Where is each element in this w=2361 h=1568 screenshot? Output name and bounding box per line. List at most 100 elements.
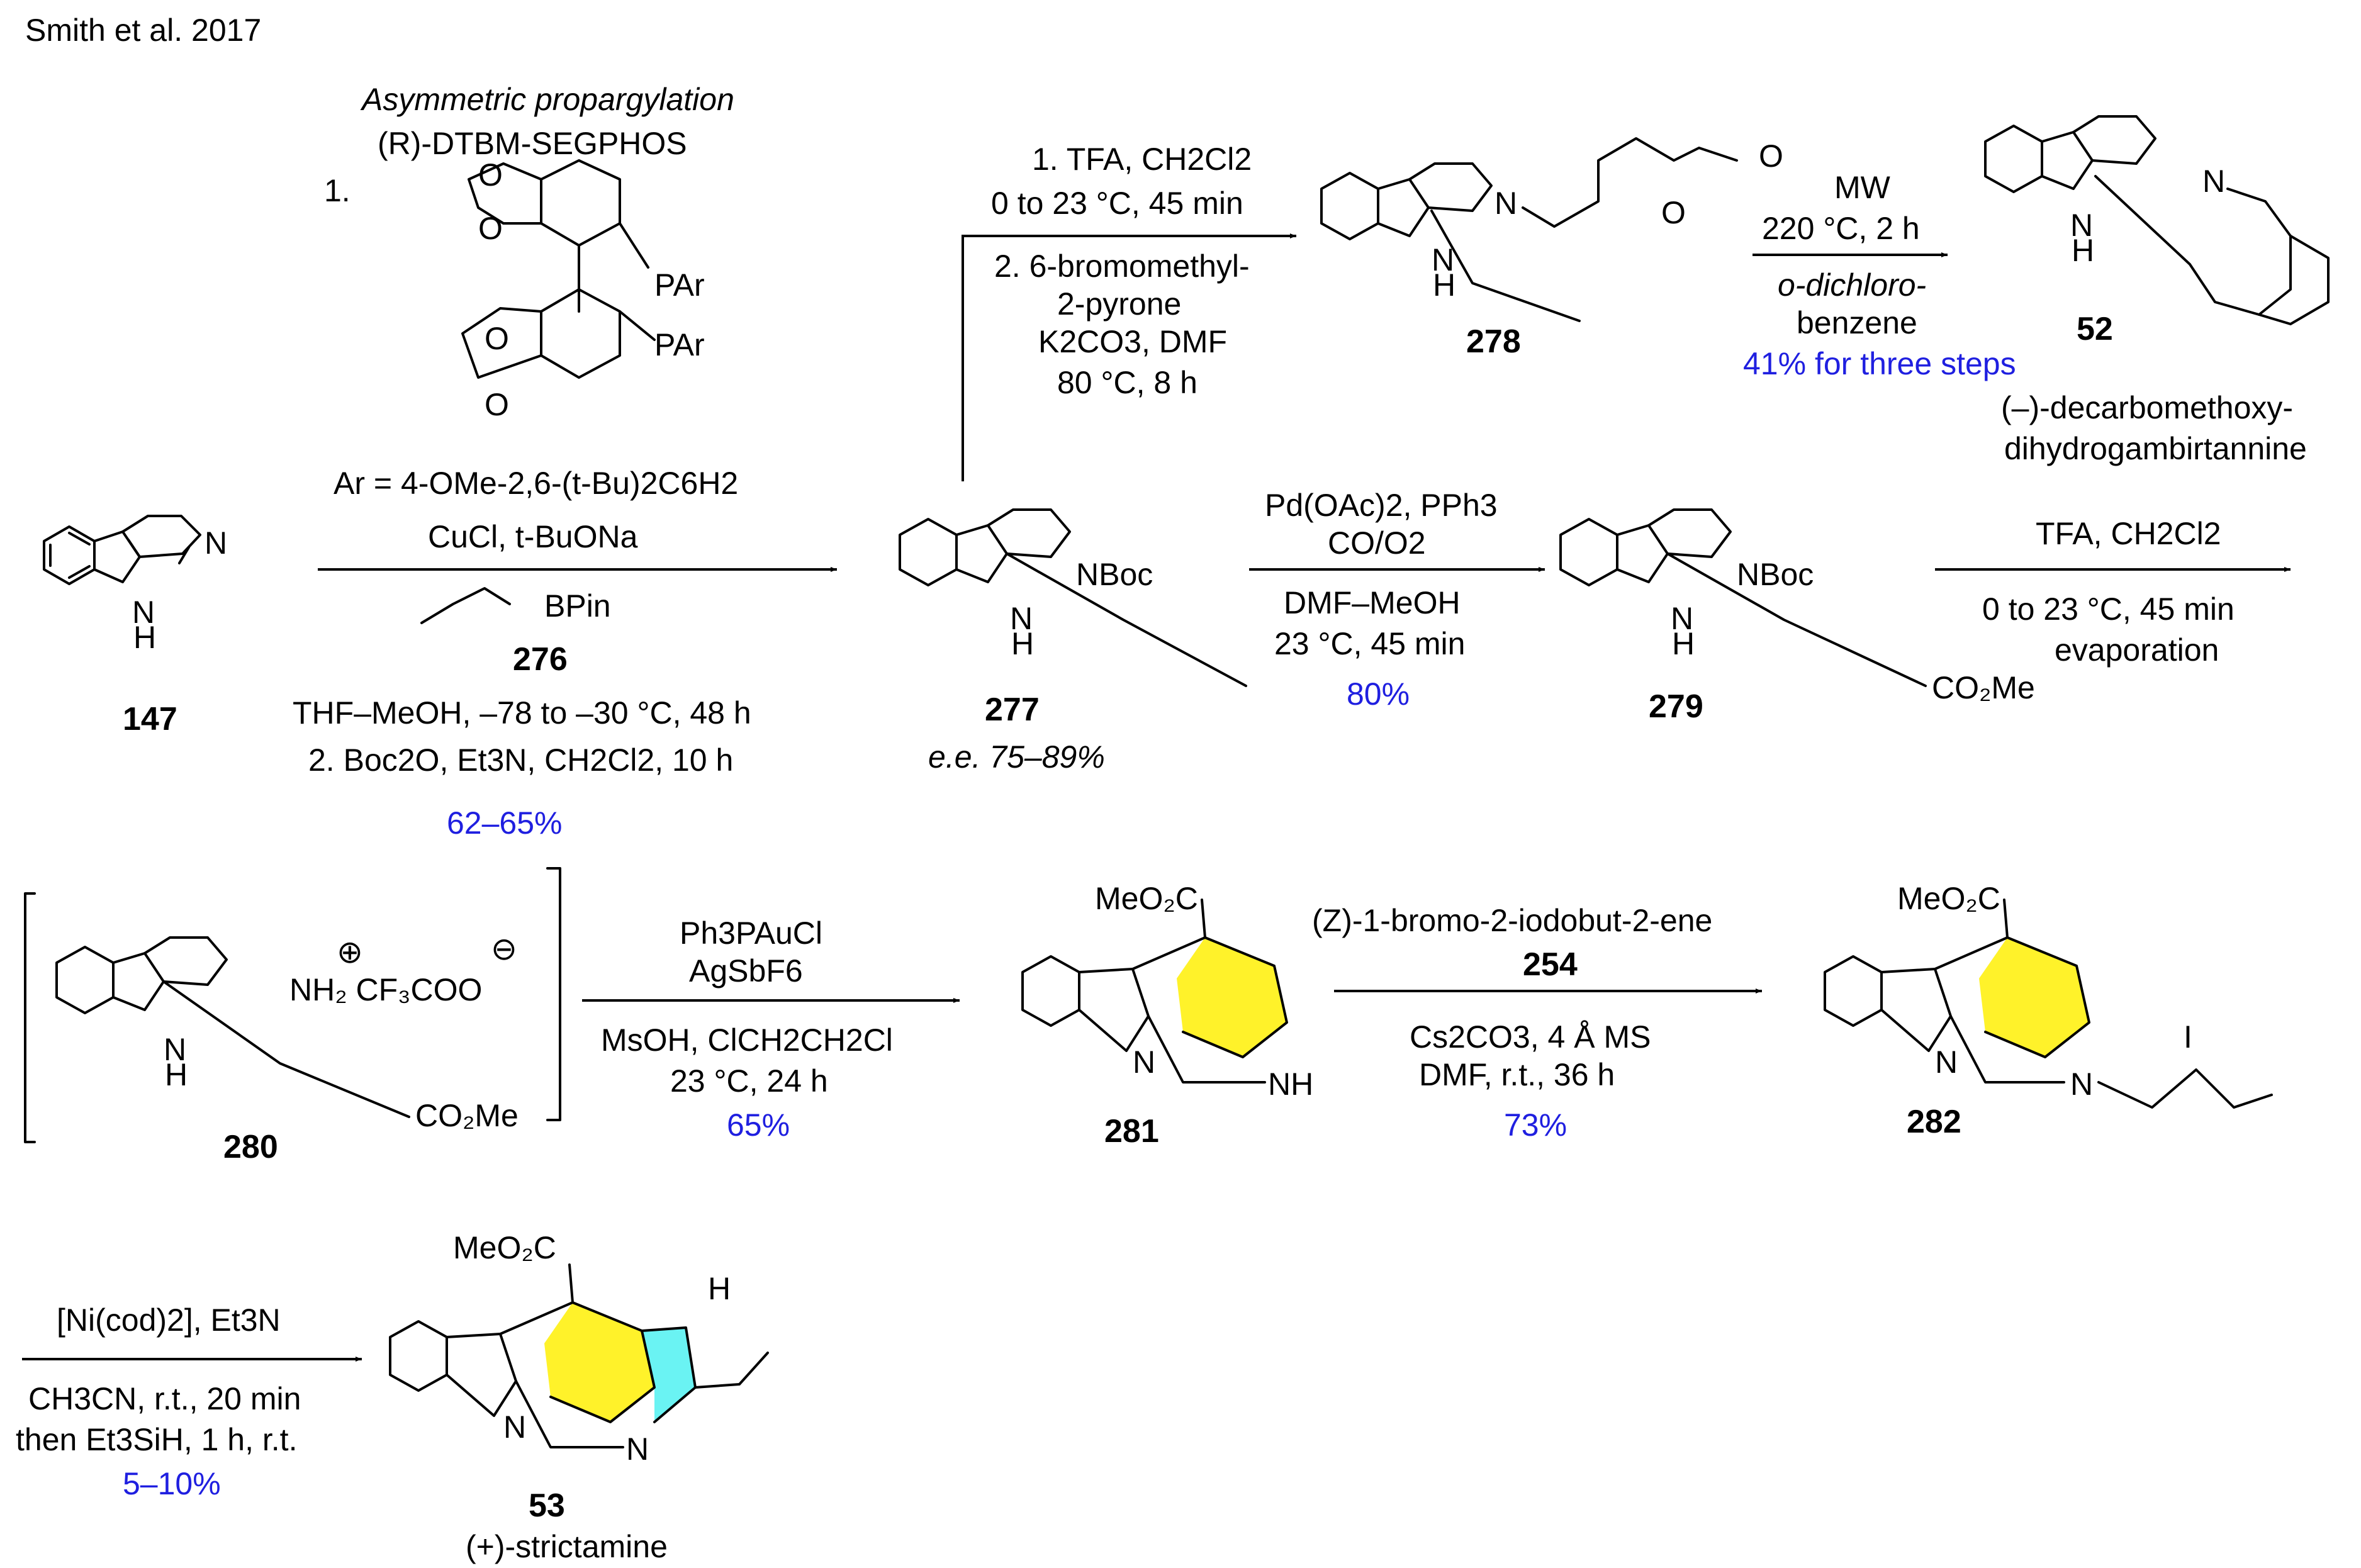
- structure-279: NBoc CO₂Me N H: [1559, 508, 2035, 705]
- svg-text:H: H: [2072, 233, 2094, 268]
- svg-text:N: N: [164, 1032, 186, 1067]
- step279-line2: CO/O2: [1328, 525, 1426, 561]
- step1-solvent: THF–MeOH, –78 to –30 °C, 48 h: [293, 695, 751, 731]
- step281-line3: MsOH, ClCH2CH2Cl: [601, 1022, 893, 1058]
- svg-text:I: I: [2184, 1019, 2192, 1055]
- step1-yield: 62–65%: [447, 805, 563, 841]
- bpin-label: BPin: [544, 588, 611, 624]
- step52-line3: o-dichloro-: [1778, 267, 1926, 303]
- compound-label-277: 277: [985, 692, 1040, 728]
- svg-text:NH₂ CF₃COO: NH₂ CF₃COO: [289, 972, 482, 1007]
- svg-text:O: O: [485, 387, 509, 422]
- structure-53: MeO₂C H N N: [389, 1230, 769, 1467]
- svg-text:PAr: PAr: [654, 327, 705, 362]
- svg-text:N: N: [503, 1409, 526, 1445]
- step281-yield: 65%: [727, 1107, 790, 1143]
- structure-280: NH₂ CF₃COO ⊕ ⊖ CO₂Me N H: [24, 867, 561, 1143]
- step281-line1: Ph3PAuCl: [680, 916, 822, 951]
- compound-label-282: 282: [1907, 1104, 1961, 1140]
- step282-line1: (Z)-1-bromo-2-iodobut-2-ene: [1312, 903, 1712, 938]
- step279-yield: 80%: [1347, 676, 1410, 712]
- svg-text:N: N: [1671, 601, 1693, 636]
- step53-line1: [Ni(cod)2], Et3N: [57, 1302, 281, 1338]
- svg-text:CO₂Me: CO₂Me: [415, 1098, 519, 1133]
- compound-label-280: 280: [223, 1129, 278, 1165]
- step1-title: Asymmetric propargylation: [360, 82, 734, 117]
- svg-text:O: O: [1759, 138, 1783, 174]
- compound-label-279: 279: [1649, 688, 1703, 725]
- step281-line2: AgSbF6: [689, 953, 803, 988]
- step278-line5: K2CO3, DMF: [1038, 324, 1227, 359]
- step281-line4: 23 °C, 24 h: [670, 1063, 828, 1099]
- compound-label-147: 147: [123, 701, 177, 737]
- step278-line6: 80 °C, 8 h: [1057, 365, 1197, 400]
- svg-text:MeO₂C: MeO₂C: [1095, 881, 1198, 916]
- compound-label-52: 52: [2077, 311, 2113, 347]
- structure-281: MeO₂C NH N: [1021, 881, 1313, 1102]
- compound-label-281: 281: [1104, 1113, 1159, 1150]
- svg-text:O: O: [485, 321, 509, 356]
- step53-line2: CH3CN, r.t., 20 min: [28, 1381, 301, 1416]
- svg-text:N: N: [1010, 601, 1033, 636]
- step1-boc: 2. Boc2O, Et3N, CH2Cl2, 10 h: [308, 742, 733, 778]
- compound-label-53: 53: [529, 1487, 565, 1524]
- name-52-line1: (–)-decarbomethoxy-: [2001, 390, 2293, 425]
- svg-text:O: O: [478, 211, 503, 246]
- step278-line1: 1. TFA, CH2Cl2: [1032, 142, 1252, 177]
- svg-text:NH: NH: [1268, 1067, 1313, 1102]
- structure-282: MeO₂C N I N: [1824, 881, 2273, 1109]
- compound-label-278: 278: [1466, 323, 1521, 360]
- svg-text:MeO₂C: MeO₂C: [1897, 881, 2000, 916]
- svg-text:N: N: [1432, 242, 1454, 277]
- svg-text:⊕: ⊕: [337, 934, 363, 970]
- svg-text:N: N: [205, 525, 227, 561]
- svg-text:NBoc: NBoc: [1076, 557, 1153, 592]
- step52-line4: benzene: [1797, 305, 1917, 340]
- step282-yield: 73%: [1504, 1107, 1567, 1143]
- step282-line3: Cs2CO3, 4 Å MS: [1410, 1019, 1651, 1055]
- svg-text:N: N: [1133, 1044, 1155, 1080]
- structure-52: N N H: [1984, 115, 2330, 325]
- step53-line3: then Et3SiH, 1 h, r.t.: [16, 1422, 297, 1457]
- structure-277: NBoc N H: [899, 508, 1247, 687]
- step280-line2: 0 to 23 °C, 45 min: [1982, 591, 2235, 627]
- compound-label-254: 254: [1523, 946, 1578, 983]
- svg-text:N: N: [132, 595, 155, 630]
- name-52-line2: dihydrogambirtannine: [2004, 431, 2307, 466]
- step1-ligand: (R)-DTBM-SEGPHOS: [378, 126, 687, 161]
- step279-line1: Pd(OAc)2, PPh3: [1265, 488, 1498, 523]
- svg-text:PAr: PAr: [654, 267, 705, 303]
- compound-label-276: 276: [513, 641, 568, 678]
- svg-text:O: O: [478, 157, 503, 193]
- step278-line2: 0 to 23 °C, 45 min: [991, 186, 1243, 221]
- step1-ar-definition: Ar = 4-OMe-2,6-(t-Bu)2C6H2: [334, 466, 738, 501]
- svg-text:O: O: [1661, 195, 1686, 230]
- svg-text:H: H: [1011, 626, 1034, 661]
- step52-line2: 220 °C, 2 h: [1762, 211, 1920, 246]
- svg-text:N: N: [2070, 208, 2093, 243]
- svg-text:N: N: [626, 1431, 649, 1467]
- step279-line3: DMF–MeOH: [1284, 585, 1461, 620]
- author-label: Smith et al. 2017: [25, 13, 261, 48]
- svg-text:CO₂Me: CO₂Me: [1932, 670, 2035, 705]
- allenyl-structure: [420, 587, 511, 624]
- step52-yield: 41% for three steps: [1743, 346, 2016, 381]
- svg-text:N: N: [2070, 1067, 2093, 1102]
- svg-text:H: H: [1433, 267, 1455, 303]
- step278-line3: 2. 6-bromomethyl-: [994, 249, 1250, 284]
- svg-text:H: H: [708, 1271, 731, 1306]
- step279-line4: 23 °C, 45 min: [1274, 626, 1465, 661]
- structure-278: N O O N H: [1320, 137, 1783, 322]
- arrow-277-to-278: [962, 233, 1296, 481]
- step1-number: 1.: [324, 173, 351, 208]
- name-53: (+)-strictamine: [466, 1529, 668, 1564]
- step280-line1: TFA, CH2Cl2: [2036, 516, 2221, 551]
- svg-text:NBoc: NBoc: [1737, 557, 1814, 592]
- step282-line4: DMF, r.t., 36 h: [1419, 1057, 1615, 1092]
- ee-277: e.e. 75–89%: [928, 739, 1105, 775]
- step1-base: CuCl, t-BuONa: [428, 519, 638, 554]
- svg-text:⊖: ⊖: [491, 931, 517, 966]
- svg-text:H: H: [133, 620, 156, 655]
- step52-line1: MW: [1834, 170, 1891, 205]
